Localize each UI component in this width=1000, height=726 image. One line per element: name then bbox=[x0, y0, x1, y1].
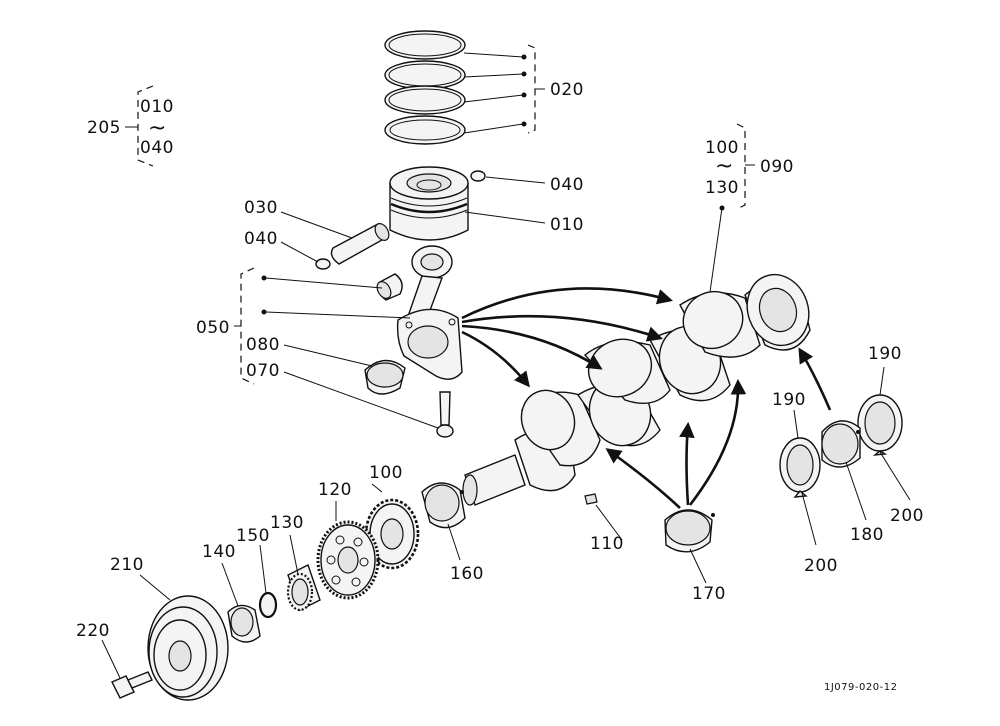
leader-020 bbox=[463, 44, 545, 134]
label-090-tilde: ~ bbox=[715, 154, 733, 179]
rod-bearing bbox=[364, 359, 406, 395]
label-190-left: 190 bbox=[772, 390, 806, 410]
crankshaft bbox=[462, 273, 811, 506]
collar bbox=[227, 604, 261, 643]
label-220: 220 bbox=[76, 621, 110, 641]
label-040-left: 040 bbox=[244, 229, 278, 249]
piston-rings bbox=[384, 30, 466, 145]
pulley-bolt bbox=[111, 671, 153, 699]
label-200-left: 200 bbox=[804, 556, 838, 576]
label-080: 080 bbox=[246, 335, 280, 355]
thrust-washer-left bbox=[779, 437, 821, 498]
o-ring bbox=[258, 591, 278, 619]
rod-bolt bbox=[436, 391, 454, 438]
label-150: 150 bbox=[236, 526, 270, 546]
connecting-rod bbox=[396, 245, 463, 380]
label-090: 090 bbox=[760, 157, 794, 177]
label-050: 050 bbox=[196, 318, 230, 338]
main-bearing bbox=[664, 509, 715, 553]
label-140: 140 bbox=[202, 542, 236, 562]
label-190-right: 190 bbox=[868, 344, 902, 364]
label-040-top: 040 bbox=[550, 175, 584, 195]
label-205-from: 010 bbox=[140, 97, 174, 117]
label-130: 130 bbox=[270, 513, 304, 533]
label-010: 010 bbox=[550, 215, 584, 235]
label-090-to: 130 bbox=[705, 178, 739, 198]
piston-pin bbox=[330, 223, 390, 265]
circlip-right bbox=[470, 170, 486, 182]
signal-wheel bbox=[316, 520, 380, 600]
label-180: 180 bbox=[850, 525, 884, 545]
piston bbox=[389, 166, 469, 241]
crank-gear bbox=[364, 498, 420, 570]
label-210: 210 bbox=[110, 555, 144, 575]
group-205-bracket bbox=[125, 85, 154, 167]
label-120: 120 bbox=[318, 480, 352, 500]
label-020: 020 bbox=[550, 80, 584, 100]
crank-pulley bbox=[147, 595, 229, 701]
drawing-code: 1J079-020-12 bbox=[824, 682, 897, 693]
label-205: 205 bbox=[87, 118, 121, 138]
label-170: 170 bbox=[692, 584, 726, 604]
label-100: 100 bbox=[369, 463, 403, 483]
small-end-bushing bbox=[376, 273, 403, 301]
group-090-bracket bbox=[709, 123, 755, 293]
label-070: 070 bbox=[246, 361, 280, 381]
circlip-left bbox=[315, 258, 331, 270]
label-205-tilde: ~ bbox=[148, 116, 166, 141]
label-030: 030 bbox=[244, 198, 278, 218]
thrust-bearing bbox=[821, 420, 861, 468]
label-110: 110 bbox=[590, 534, 624, 554]
label-200-right: 200 bbox=[890, 506, 924, 526]
label-090-from: 100 bbox=[705, 138, 739, 158]
label-160: 160 bbox=[450, 564, 484, 584]
front-bearing bbox=[421, 482, 466, 529]
thrust-washer-right bbox=[857, 394, 903, 456]
label-205-to: 040 bbox=[140, 138, 174, 158]
assembly-arrows bbox=[461, 287, 832, 509]
needle-bearing bbox=[286, 564, 321, 612]
group-050-bracket bbox=[234, 267, 411, 385]
